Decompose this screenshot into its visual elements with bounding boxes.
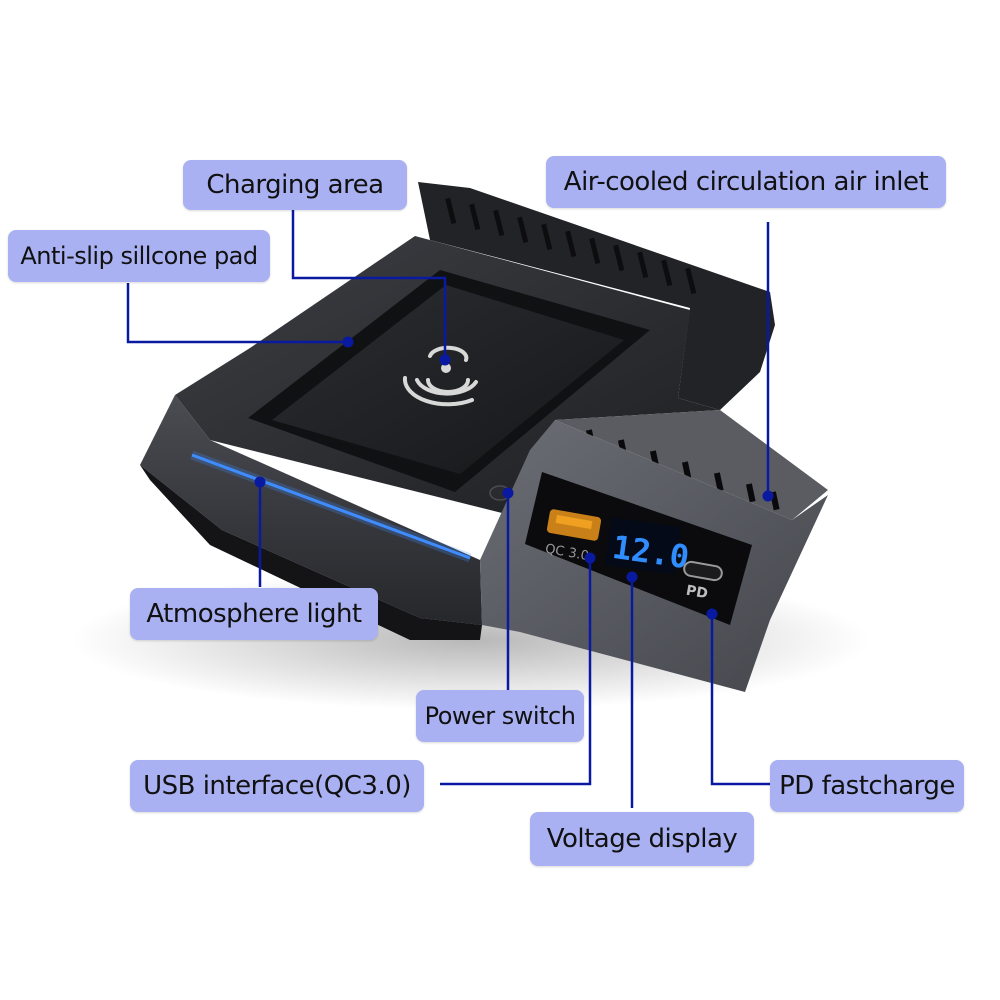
air-inlet-label: Air-cooled circulation air inlet — [546, 156, 946, 208]
leader-dots — [254, 336, 774, 620]
rear-fin-block — [418, 182, 775, 410]
anti-slip-pad-label: Anti-slip sillcone pad — [8, 230, 270, 282]
leader-lines — [126, 210, 770, 808]
rear-fins — [445, 197, 697, 295]
front-left-lip — [140, 465, 482, 640]
qc-port: QC 3.0 — [544, 509, 602, 564]
charging-pad — [272, 285, 624, 474]
wireless-charging-icon — [402, 345, 478, 407]
usb-interface-label: USB interface(QC3.0) — [130, 760, 424, 812]
charging-area-label: Charging area — [183, 160, 407, 210]
vent-top — [555, 410, 828, 520]
pd-port-label: PD — [685, 583, 709, 603]
atmosphere-light-strip — [191, 453, 471, 560]
power-switch-label: Power switch — [416, 690, 584, 742]
front-left-face — [140, 395, 482, 625]
atmosphere-light-label: Atmosphere light — [130, 588, 378, 640]
pd-port: PD — [683, 560, 723, 603]
pd-fastcharge-label: PD fastcharge — [770, 760, 964, 812]
voltage-display-label: Voltage display — [530, 812, 754, 866]
